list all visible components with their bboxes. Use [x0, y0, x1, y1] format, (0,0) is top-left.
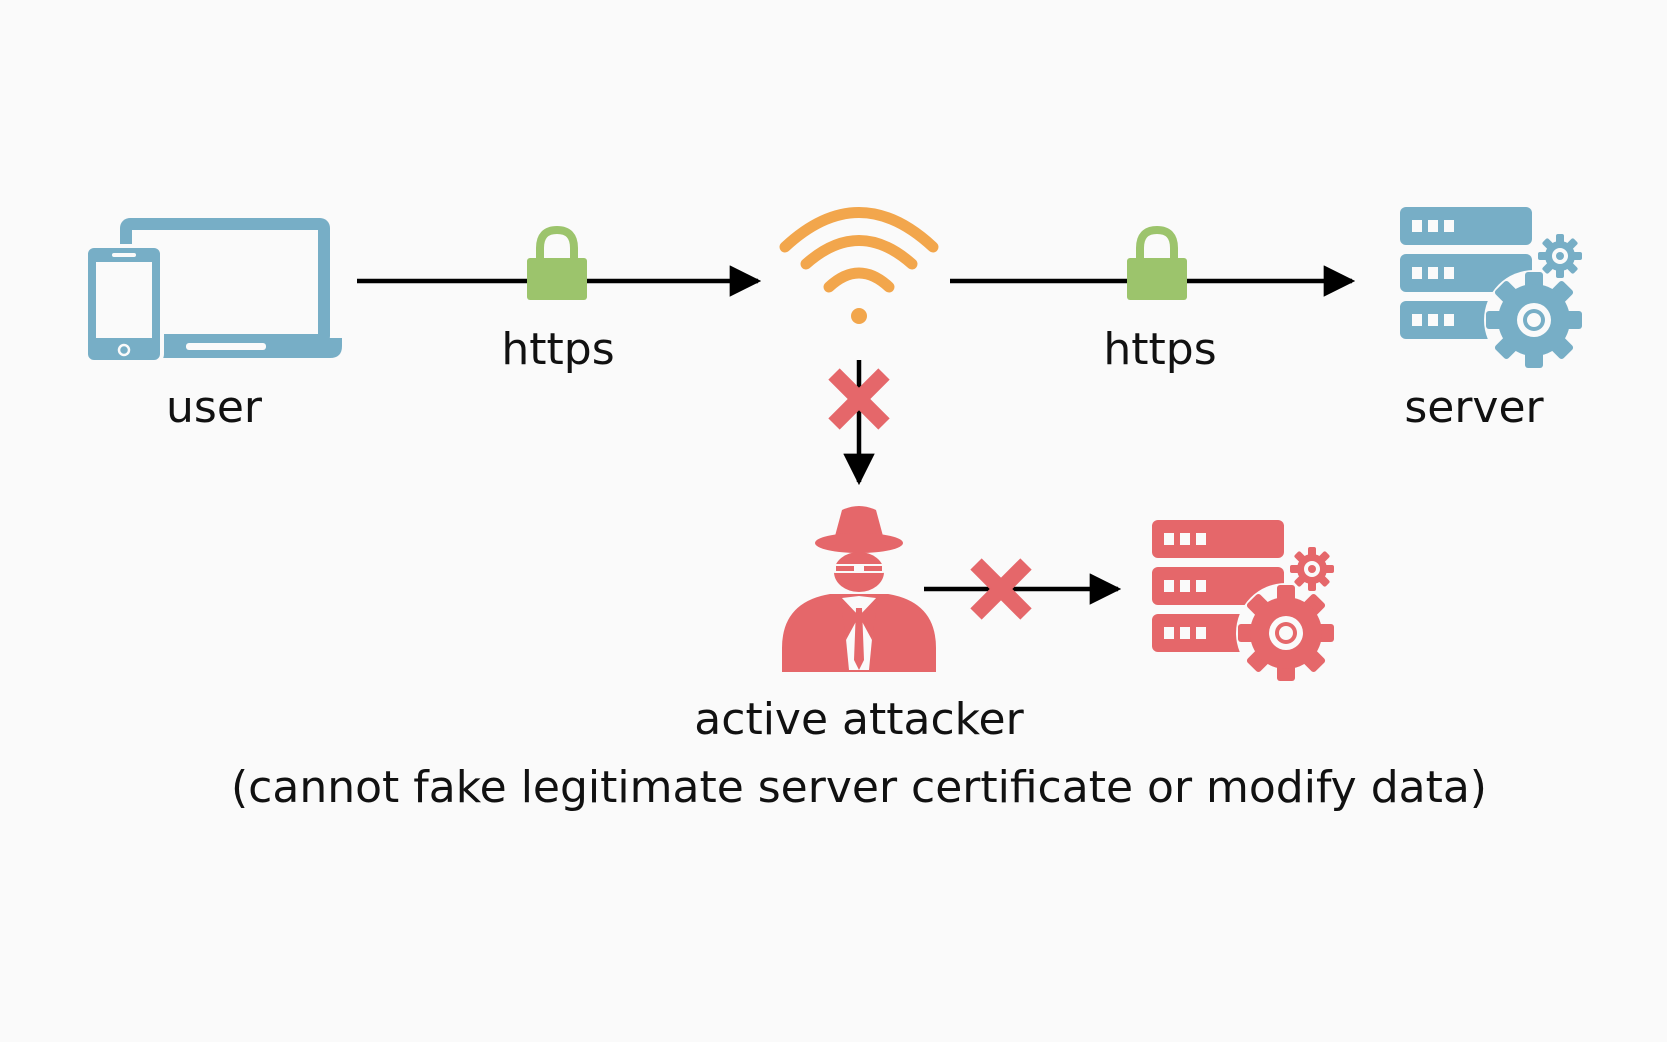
attacker-label: active attacker: [694, 694, 1024, 745]
laptop-phone-icon: [84, 218, 342, 364]
lock-icon: [527, 225, 587, 300]
https-label-left: https: [501, 324, 615, 375]
server-label: server: [1404, 382, 1544, 433]
server-gear-icon: [1152, 520, 1336, 683]
wifi-icon: [779, 207, 939, 324]
blocked-x-icon: [828, 368, 890, 430]
https-label-right: https: [1103, 324, 1217, 375]
server-gear-icon: [1400, 207, 1584, 370]
caption: (cannot fake legitimate server certifica…: [231, 762, 1487, 813]
spy-attacker-icon: [782, 506, 936, 672]
lock-icon: [1127, 225, 1187, 300]
user-label: user: [166, 382, 262, 433]
blocked-x-icon: [970, 558, 1032, 620]
